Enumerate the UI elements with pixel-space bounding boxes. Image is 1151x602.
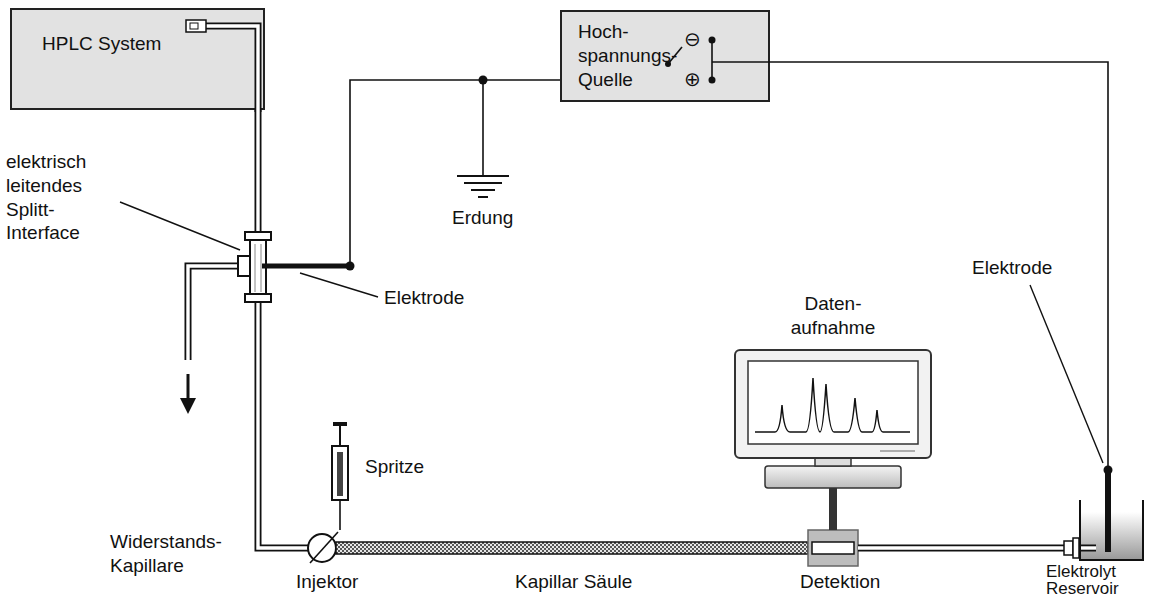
column-label: Kapillar Säule [515,570,632,594]
capillary-column [336,542,808,554]
box-label: HPLC System [42,32,161,56]
injector-valve [308,532,338,563]
high-voltage-wire [770,62,1113,475]
injector-label: Injektor [296,570,358,594]
power-supply-box: Hoch- spannungs- Quelle [560,10,770,102]
box-label: Hoch- spannungs- Quelle [578,20,696,91]
syringe [332,422,348,530]
data-acquisition-label: Daten- aufnahme [778,292,888,340]
ground-wiring [262,76,560,271]
polarity-sign: ⊖ [684,27,701,52]
hplc-box: HPLC System [10,8,265,110]
ground-label: Erdung [452,206,513,230]
syringe-label: Spritze [365,455,424,479]
electrolyte-reservoir [1080,470,1143,560]
electrode-label: Elektrode [384,286,464,310]
split-interface [238,232,271,302]
interface-label: elektrisch leitendes Splitt-Interface [6,150,124,245]
transfer-tube [258,300,309,548]
detection-cell [808,530,858,566]
data-monitor [735,350,931,530]
resistance-capillary-label: Widerstands- Kapillare [110,530,240,578]
polarity-sign: ⊕ [684,67,701,92]
detection-label: Detektion [800,570,880,594]
leader-lines [120,202,1103,463]
resistance-capillary [180,266,240,414]
inlet-tube [258,108,259,234]
outlet-tube [858,538,1098,558]
reservoir-label: Elektrolyt Reservoir [1046,563,1146,597]
electrode-label: Elektrode [972,256,1052,280]
